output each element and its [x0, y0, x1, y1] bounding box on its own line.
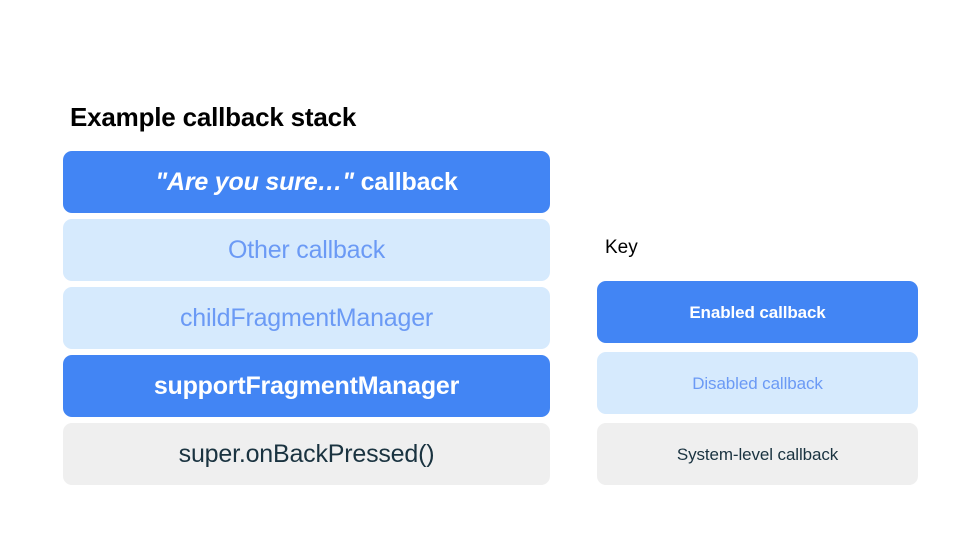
stack-card-label: "Are you sure…" callback	[155, 167, 458, 196]
page-title: Example callback stack	[70, 102, 357, 132]
stack-card-other-callback: Other callback	[63, 219, 550, 281]
key-panel: Key Enabled callback Disabled callback S…	[597, 236, 918, 485]
stack-card-label: childFragmentManager	[179, 303, 434, 332]
stack-card-label: super.onBackPressed()	[178, 439, 435, 468]
key-title: Key	[605, 237, 638, 258]
stack-card-label: supportFragmentManager	[153, 371, 460, 400]
stack-card-are-you-sure: "Are you sure…" callback	[63, 151, 550, 213]
key-item-disabled-callback: Disabled callback	[597, 352, 918, 414]
stack-card-label: Other callback	[228, 235, 385, 264]
key-item-label: System-level callback	[676, 444, 839, 464]
stack-card-label-quoted: "Are you sure…"	[155, 167, 354, 196]
stack-card-super-on-back-pressed: super.onBackPressed()	[63, 423, 550, 485]
key-item-label: Disabled callback	[692, 373, 823, 393]
key-item-enabled-callback: Enabled callback	[597, 281, 918, 343]
key-item-system-level-callback: System-level callback	[597, 423, 918, 485]
callback-stack-list: "Are you sure…" callback Other callback …	[63, 151, 550, 485]
stack-card-child-fragment-manager: childFragmentManager	[63, 287, 550, 349]
key-list: Enabled callback Disabled callback Syste…	[597, 281, 918, 485]
key-item-label: Enabled callback	[689, 302, 826, 322]
stack-card-label-plain: callback	[353, 167, 458, 196]
stack-card-support-fragment-manager: supportFragmentManager	[63, 355, 550, 417]
callback-stack-panel: Example callback stack "Are you sure…" c…	[63, 101, 550, 485]
